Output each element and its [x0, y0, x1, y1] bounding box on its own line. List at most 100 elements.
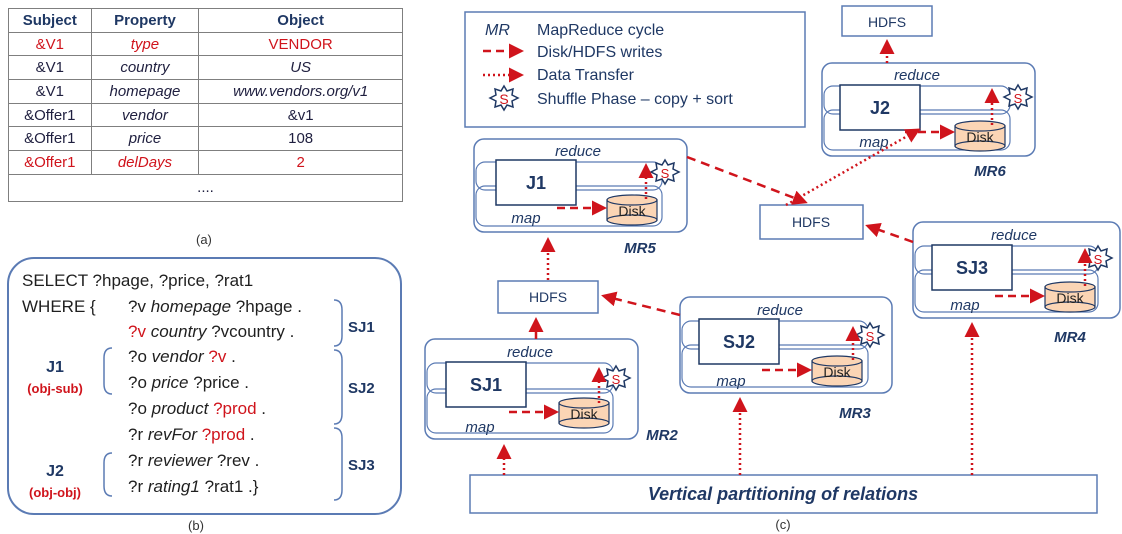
- ellipsis-cell: ....: [8, 173, 403, 202]
- object-cell: 2: [198, 150, 403, 175]
- table-row: &V1 homepage www.vendors.org/v1: [8, 79, 403, 104]
- subject-cell: &V1: [8, 79, 92, 104]
- disk-top: [558, 397, 610, 409]
- legend-text: Data Transfer: [537, 67, 635, 84]
- object-cell: www.vendors.org/v1: [198, 79, 403, 104]
- mr-cycle: reduce J2 map Disk S MR6: [821, 62, 1036, 180]
- cycle-label: MR3: [839, 405, 871, 422]
- job-box: [931, 244, 1013, 291]
- reduce-label: reduce: [757, 302, 803, 319]
- triple-pattern: ?o vendor ?v .: [128, 347, 236, 366]
- property-cell: vendor: [90, 102, 200, 128]
- hdfs-label: HDFS: [792, 214, 830, 230]
- shuffle-icon: [1002, 83, 1034, 111]
- disk-bottom: [811, 375, 863, 387]
- legend-text: Disk/HDFS writes: [537, 44, 662, 61]
- join-name: J1: [46, 359, 64, 376]
- starjoin-label: SJ1: [348, 319, 375, 336]
- disk-top: [606, 194, 658, 206]
- table-row: &Offer1 vendor &v1: [8, 102, 403, 128]
- shuffle-symbol: S: [866, 329, 875, 344]
- column-header: Property: [90, 8, 200, 33]
- hdfs-box: [759, 204, 864, 240]
- disk-bottom: [558, 417, 610, 429]
- legend-text: MapReduce cycle: [537, 22, 664, 39]
- disk-top: [811, 355, 863, 367]
- disk-bottom: [606, 214, 658, 226]
- triple-pattern: ?o price ?price .: [128, 373, 249, 392]
- subject-cell: &Offer1: [8, 102, 92, 128]
- starjoin-bracket: [333, 427, 343, 501]
- object-cell: VENDOR: [198, 31, 403, 57]
- mr-cycle: reduce J1 map Disk S MR5: [473, 138, 688, 257]
- starjoin-label: SJ2: [348, 380, 375, 397]
- subject-cell: &Offer1: [8, 126, 92, 152]
- job-label: SJ1: [470, 375, 502, 395]
- object-cell: US: [198, 55, 403, 81]
- disk-label: Disk: [1056, 290, 1084, 306]
- table-row: &V1 type VENDOR: [8, 31, 403, 57]
- map-label: map: [950, 297, 979, 314]
- caption-b: (b): [188, 518, 204, 533]
- cycle-label: MR5: [624, 240, 656, 257]
- caption-c: (c): [775, 517, 790, 532]
- reduce-label: reduce: [991, 227, 1037, 244]
- map-label: map: [859, 134, 888, 151]
- join-name: J2: [46, 463, 64, 480]
- triple-pattern: ?r reviewer ?rev .: [128, 451, 259, 470]
- disk-bottom: [1044, 301, 1096, 313]
- shuffle-symbol: S: [612, 372, 621, 387]
- shuffle-icon: [600, 364, 632, 392]
- reduce-label: reduce: [507, 344, 553, 361]
- map-label: map: [511, 210, 540, 227]
- shuffle-icon: [649, 158, 681, 186]
- cycle-label: MR2: [646, 427, 678, 444]
- disk-top: [1044, 281, 1096, 293]
- subject-cell: &V1: [8, 31, 92, 57]
- triple-table: Subject Property Object &V1 type VENDOR …: [8, 8, 403, 202]
- table-row: &V1 country US: [8, 55, 403, 81]
- job-label: SJ2: [723, 332, 755, 352]
- triple-pattern: ?r revFor ?prod .: [128, 425, 255, 444]
- legend-mr-symbol: MR: [485, 22, 510, 39]
- object-cell: &v1: [198, 102, 403, 128]
- job-box: [698, 318, 780, 365]
- shuffle-symbol: S: [1094, 252, 1103, 267]
- cycle-label: MR4: [1054, 329, 1086, 346]
- hdfs-write-arrow: [601, 291, 681, 317]
- sparql-query: SELECT ?hpage, ?price, ?rat1 WHERE { ?v …: [7, 257, 402, 533]
- mr-cycle: reduce SJ1 map Disk S MR2: [424, 338, 678, 444]
- cycle-label: MR6: [974, 163, 1006, 180]
- legend-text: Shuffle Phase – copy + sort: [537, 91, 733, 108]
- select-line: SELECT ?hpage, ?price, ?rat1: [22, 271, 253, 290]
- hdfs-box: [497, 280, 599, 314]
- mr-cycle: reduce SJ3 map Disk S MR4: [912, 221, 1121, 346]
- hdfs-write-arrow: [686, 155, 808, 205]
- disk-label: Disk: [966, 129, 994, 145]
- starjoin-bracket: [333, 299, 343, 347]
- triple-pattern: ?o product ?prod .: [128, 399, 266, 418]
- partition-label: Vertical partitioning of relations: [648, 484, 918, 504]
- starjoin-label: SJ3: [348, 457, 375, 474]
- caption-a: (a): [196, 232, 212, 247]
- job-label: J1: [526, 173, 546, 193]
- property-cell: country: [90, 55, 200, 81]
- legend-shuffle-icon: [488, 84, 520, 112]
- query-box: [7, 257, 402, 515]
- table-header-row: Subject Property Object: [8, 8, 403, 33]
- subject-cell: &V1: [8, 55, 92, 81]
- job-label: J2: [870, 98, 890, 118]
- shuffle-symbol: S: [661, 166, 670, 181]
- table-ellipsis-row: ....: [8, 173, 403, 202]
- hdfs-write-arrow: [865, 222, 914, 244]
- mr-cycle: reduce SJ2 map Disk S MR3: [679, 296, 893, 422]
- shuffle-symbol: S: [1014, 91, 1023, 106]
- column-header: Subject: [8, 8, 92, 33]
- column-header: Object: [198, 8, 403, 33]
- reduce-label: reduce: [555, 143, 601, 160]
- triple-pattern: ?v country ?vcountry .: [128, 322, 294, 341]
- property-cell: delDays: [90, 150, 200, 175]
- triple-pattern: ?v homepage ?hpage .: [128, 297, 302, 316]
